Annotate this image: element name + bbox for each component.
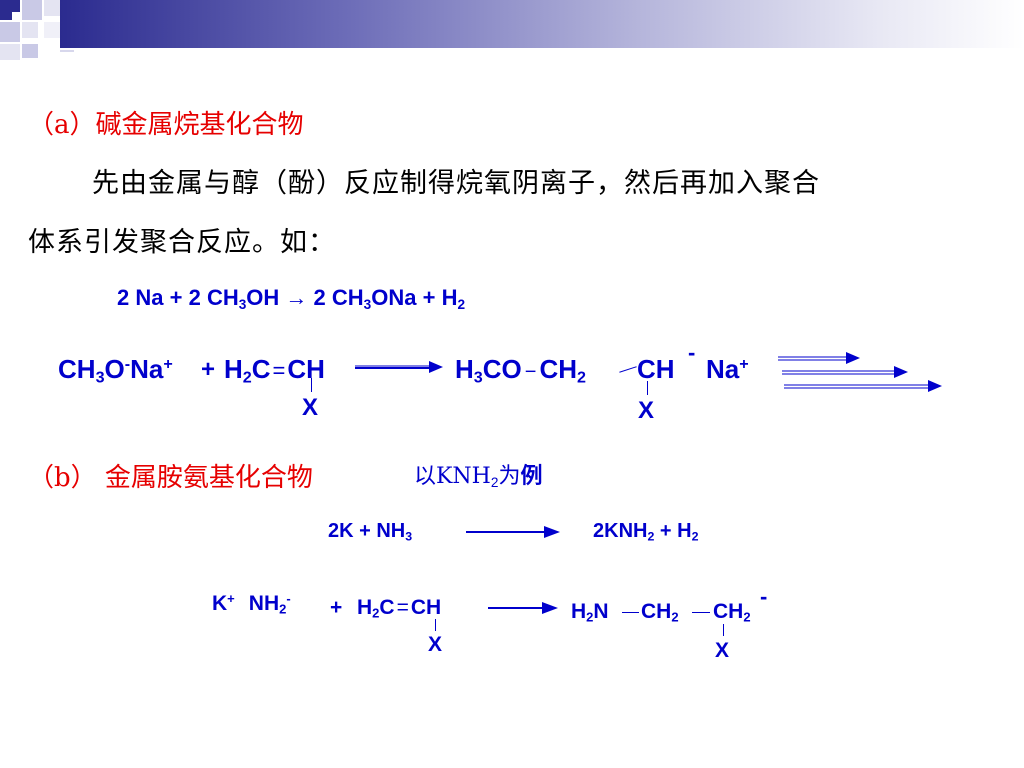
eq1-plus-1: + <box>169 285 183 310</box>
eq2-product-bond-line <box>619 366 637 373</box>
eq4-product-ch2-2: CH2 <box>713 600 751 625</box>
eq2-propagation-arrows <box>778 352 942 392</box>
paragraph-line-2: 体系引发聚合反应。如： <box>28 227 336 258</box>
eq2-product-minus: - <box>688 340 696 365</box>
deco-square-2 <box>22 0 42 20</box>
eq2-product-x: X <box>638 397 655 424</box>
eq2-product-carbanion: CH <box>637 354 675 384</box>
eq1-methanol: 2 CH3OH <box>188 285 280 312</box>
eq1-sodium: 2 Na <box>117 285 164 310</box>
eq2-plus: + <box>201 356 216 383</box>
eq4-reaction-arrow <box>488 602 558 614</box>
eq2-reaction-arrow <box>355 361 443 373</box>
eq4-plus: + <box>330 596 343 619</box>
eq2-sodium-methoxide: CH3O-Na+ <box>58 354 173 387</box>
eq4-product-amine: H2N <box>571 600 609 625</box>
eq2-product-sodium: Na+ <box>706 354 749 384</box>
eq1-arrow: → <box>285 285 308 310</box>
eq2-product-chain: H3CO−CH2 <box>455 354 586 387</box>
eq4-monomer-bond-line <box>435 619 436 631</box>
eq4-monomer-x: X <box>428 633 443 656</box>
equation-1: 2 Na + 2 CH3OH → 2 CH3ONa + H2 <box>117 285 465 311</box>
eq1-plus-2: + <box>422 285 436 310</box>
section-b-note: 以KNH2为例 <box>414 463 543 490</box>
eq2-monomer-x: X <box>302 394 319 421</box>
eq4-product-ch2-1: CH2 <box>641 600 679 625</box>
eq4-bond-2 <box>692 612 710 613</box>
eq4-product-minus: - <box>760 584 768 609</box>
eq2-product-x-bond-line <box>647 381 648 395</box>
deco-square-4 <box>0 22 20 42</box>
eq2-monomer-bond-line <box>311 378 312 392</box>
eq4-vinyl-monomer: H2C=CH <box>357 596 442 621</box>
eq1-sodium-methoxide: 2 CH3ONa <box>313 285 417 312</box>
deco-square-7 <box>0 44 20 60</box>
eq2-vinyl-monomer: H2C=CH <box>224 354 325 387</box>
eq4-product-x-bond-line <box>723 624 724 636</box>
deco-gradient-bar <box>60 0 1024 48</box>
deco-square-3 <box>44 0 60 16</box>
eq1-hydrogen: H2 <box>441 285 466 312</box>
eq3-reaction-arrow <box>466 526 560 538</box>
deco-square-6 <box>44 22 60 38</box>
eq3-products: 2KNH2 + H2 <box>593 520 699 544</box>
deco-square-5 <box>22 22 38 38</box>
section-b-heading: （b） 金属胺氨基化合物 <box>28 463 313 493</box>
paragraph-line-1: 先由金属与醇（酚）反应制得烷氧阴离子，然后再加入聚合 <box>92 168 820 199</box>
eq3-reactants: 2K + NH3 <box>328 520 413 544</box>
deco-gradient-underline <box>60 48 1024 50</box>
deco-square-8 <box>22 44 38 58</box>
eq4-product-x: X <box>715 639 730 662</box>
eq4-bond-1 <box>622 612 639 613</box>
deco-square-10 <box>12 12 22 22</box>
section-a-heading: （a）碱金属烷基化合物 <box>28 110 304 140</box>
eq4-potassium-amide: K+NH2- <box>212 590 291 617</box>
